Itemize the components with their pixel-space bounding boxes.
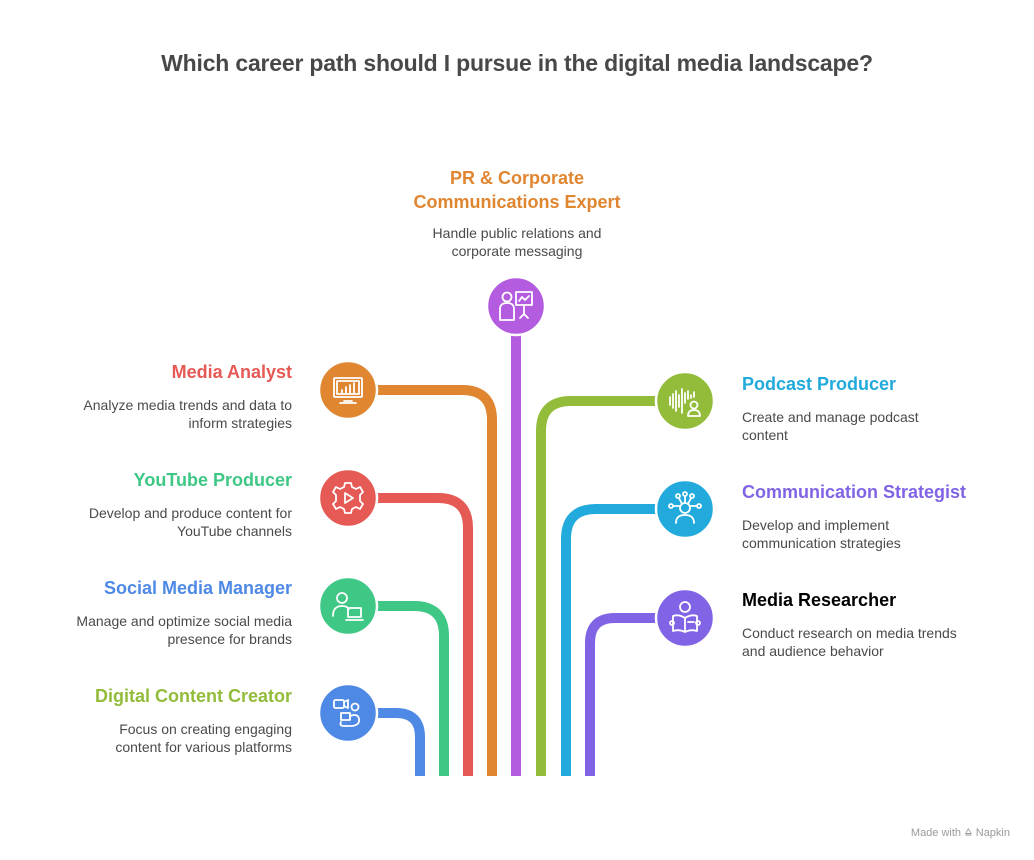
node-title: Communication Strategist (742, 482, 967, 502)
node-desc-line: content (742, 427, 788, 443)
circle-media-analyst[interactable] (317, 359, 379, 421)
node-desc-line: Conduct research on media trends (742, 625, 957, 641)
node-description: Develop and implement communication stra… (742, 516, 901, 552)
node-description: Conduct research on media trends and aud… (742, 624, 957, 660)
connector-youtube-producer (376, 493, 473, 776)
node-title-line: Communications Expert (413, 192, 621, 212)
person-reading-icon (669, 601, 701, 633)
node-description: Create and manage podcast content (742, 408, 919, 444)
connector-media-researcher (585, 613, 657, 776)
node-title: YouTube Producer (133, 470, 292, 490)
node-desc-line: Handle public relations and (432, 225, 602, 241)
node-description: Manage and optimize social media presenc… (76, 612, 292, 648)
brand-name: Napkin (975, 826, 1010, 839)
node-title: PR & Corporate Communications Expert (0, 166, 1034, 214)
made-with-label: Made with (910, 826, 962, 839)
connector-podcast-producer (536, 396, 657, 776)
connector-media-analyst (376, 385, 497, 776)
page-title: Which career path should I pursue in the… (161, 50, 873, 76)
node-description: Handle public relations and corporate me… (0, 224, 1034, 260)
node-description: Focus on creating engaging content for v… (115, 720, 292, 756)
node-desc-line: and audience behavior (742, 643, 884, 659)
node-desc-line: Focus on creating engaging (119, 721, 292, 737)
node-title: Digital Content Creator (94, 686, 292, 706)
connector-communication-strategist (561, 504, 657, 776)
connector-social-media-manager (376, 601, 449, 776)
node-desc-line: corporate messaging (451, 243, 583, 259)
monitor-bar-chart-icon (333, 377, 363, 404)
node-title: Media Researcher (742, 590, 897, 610)
circle-youtube-producer[interactable] (317, 467, 379, 529)
node-description: Analyze media trends and data to inform … (83, 396, 292, 432)
footer-attribution[interactable]: Made with ⩠ Napkin (911, 826, 1010, 839)
circle-pr-expert[interactable] (485, 275, 547, 337)
node-desc-line: communication strategies (742, 535, 901, 551)
node-desc-line: content for various platforms (115, 739, 292, 755)
node-desc-line: Develop and produce content for (88, 505, 292, 521)
node-title-line: PR & Corporate (449, 168, 584, 188)
connectors (376, 334, 657, 776)
node-description: Develop and produce content for YouTube … (89, 504, 292, 540)
person-laptop-icon (332, 592, 364, 621)
node-title: Media Analyst (171, 362, 292, 382)
napkin-logo-icon: ⩠ (965, 826, 972, 838)
circle-social-media-manager[interactable] (317, 575, 379, 637)
circle-communication-strategist[interactable] (654, 478, 716, 540)
node-desc-line: presence for brands (167, 631, 292, 647)
gear-play-icon (332, 482, 364, 514)
node-desc-line: YouTube channels (177, 523, 292, 539)
soundwave-person-icon (669, 388, 701, 417)
node-desc-line: Develop and implement (742, 517, 890, 533)
node-desc-line: Analyze media trends and data to (83, 397, 292, 413)
node-title: Social Media Manager (103, 578, 292, 598)
node-desc-line: Create and manage podcast (742, 409, 919, 425)
node-title: Podcast Producer (742, 374, 897, 394)
network-person-icon (668, 491, 702, 524)
connector-digital-content-creator (376, 708, 425, 776)
video-creator-icon (333, 699, 361, 727)
node-desc-line: inform strategies (188, 415, 292, 431)
presenter-chart-icon (499, 291, 533, 321)
node-desc-line: Manage and optimize social media (76, 613, 292, 629)
